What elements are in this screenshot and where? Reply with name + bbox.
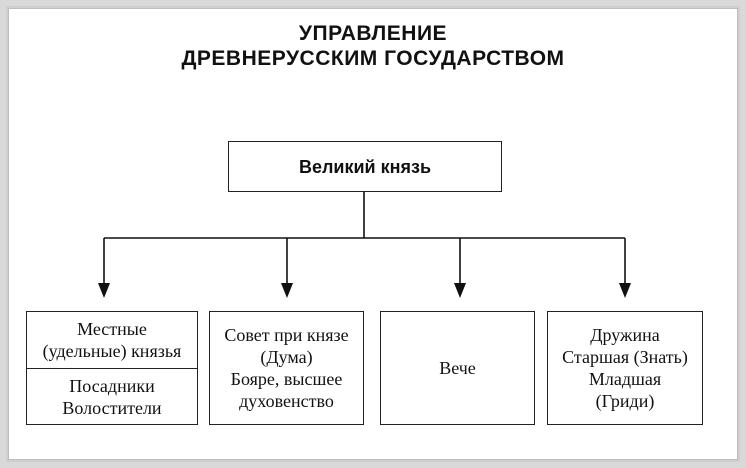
veche-box: Вече (380, 311, 535, 425)
veche-label: Вече (439, 358, 476, 378)
arrowhead-druzhina (619, 283, 631, 298)
princes-council-label: Совет при князе (Дума) Бояре, высшее дух… (224, 325, 349, 411)
local-princes-cell: Местные (удельные) князья (42, 319, 182, 361)
arrowhead-local (98, 283, 110, 298)
grand-prince-box: Великий князь (228, 141, 502, 192)
druzhina-label: Дружина Старшая (Знать) Младшая (Гриди) (562, 325, 688, 411)
arrowhead-veche (454, 283, 466, 298)
arrowhead-council (281, 283, 293, 298)
local-authorities-box: Местные (удельные) князья Посадники Воло… (26, 311, 198, 425)
grand-prince-label: Великий князь (298, 156, 432, 177)
princes-council-box: Совет при князе (Дума) Бояре, высшее дух… (209, 311, 364, 425)
druzhina-box: Дружина Старшая (Знать) Младшая (Гриди) (547, 311, 703, 425)
posadniki-cell: Посадники Волостители (27, 368, 197, 424)
diagram-title-line-1: УПРАВЛЕНИЕ (298, 22, 448, 45)
diagram-title-line-2: ДРЕВНЕРУССКИМ ГОСУДАРСТВОМ (181, 47, 565, 70)
